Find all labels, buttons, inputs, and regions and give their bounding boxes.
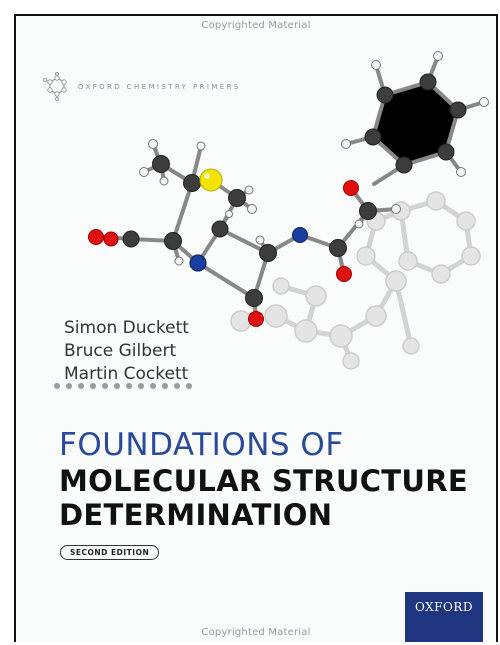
- publisher-logo: OXFORD: [405, 592, 483, 642]
- divider-dot: [114, 383, 120, 389]
- sulfur-atom: [199, 168, 223, 192]
- divider-dot: [126, 383, 132, 389]
- nitrogen-atoms: [189, 227, 308, 272]
- author-name: Martin Cockett: [64, 364, 189, 384]
- series-label: OXFORD CHEMISTRY PRIMERS: [78, 83, 241, 91]
- book-cover: Copyrighted Material: [14, 14, 498, 642]
- author-name: Bruce Gilbert: [64, 341, 177, 361]
- divider-dot: [102, 383, 108, 389]
- book-title-line2: MOLECULAR STRUCTURE: [59, 464, 468, 498]
- divider-dot: [138, 383, 144, 389]
- divider-dot: [90, 383, 96, 389]
- molecule-logo-icon: [43, 72, 67, 101]
- edition-badge: SECOND EDITION: [60, 545, 160, 560]
- bonds: [100, 54, 486, 321]
- hydrogen-atoms: [139, 51, 489, 266]
- divider-dot: [66, 383, 72, 389]
- watermark-bottom: Copyrighted Material: [201, 627, 311, 638]
- molecule-illustration: [88, 51, 489, 370]
- divider-dot: [162, 383, 168, 389]
- watermark-top: Copyrighted Material: [201, 20, 311, 31]
- author-name: Simon Duckett: [64, 318, 189, 338]
- divider-dot: [186, 383, 192, 389]
- series-header: OXFORD CHEMISTRY PRIMERS: [42, 72, 241, 102]
- divider-dot: [54, 383, 60, 389]
- oxygen-atoms: [88, 180, 359, 327]
- dot-divider: [54, 383, 192, 389]
- publisher-name: OXFORD: [415, 600, 473, 614]
- book-title-line1: FOUNDATIONS OF: [59, 427, 344, 463]
- author-list: Simon Duckett Bruce Gilbert Martin Cocke…: [64, 317, 189, 386]
- divider-dot: [150, 383, 156, 389]
- book-title-line3: DETERMINATION: [59, 498, 333, 532]
- divider-dot: [78, 383, 84, 389]
- divider-dot: [174, 383, 180, 389]
